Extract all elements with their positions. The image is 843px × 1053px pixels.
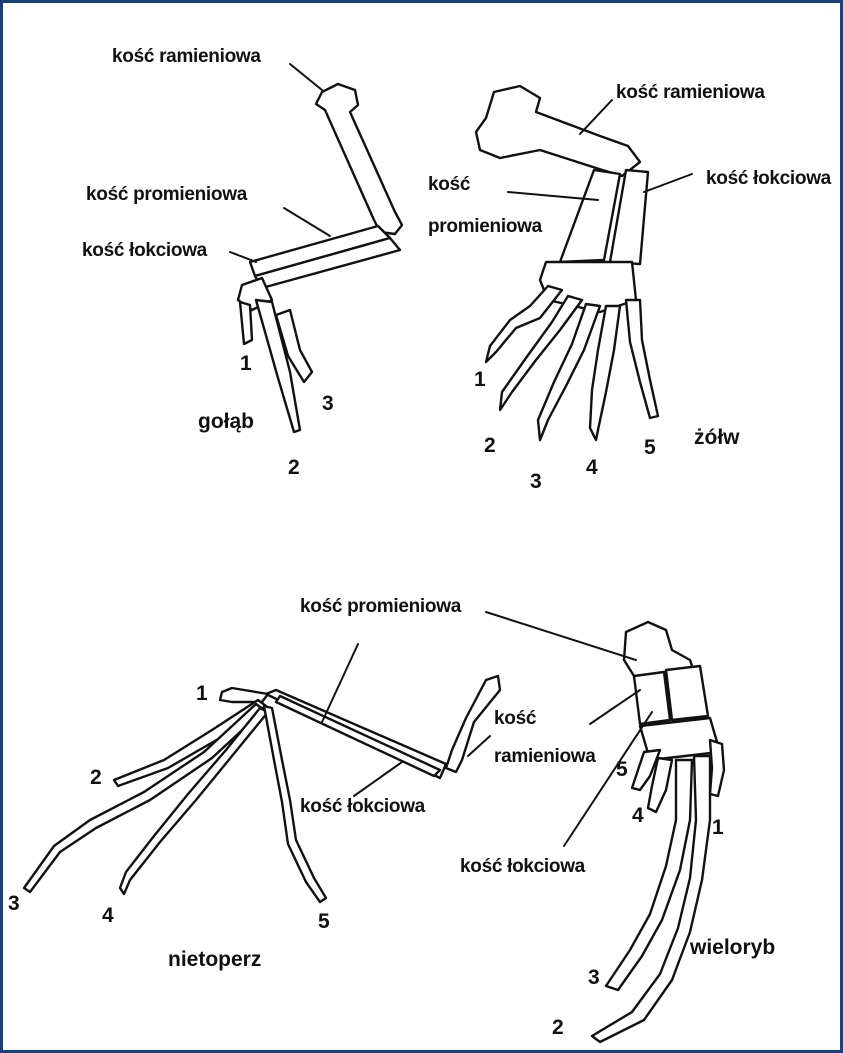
turtle-digit-label-5: 5 [644,436,656,459]
turtle-name: żółw [694,426,740,449]
pigeon-digit-label-3: 3 [322,392,334,415]
whale-ulna-label: kość łokciowa [460,856,586,877]
turtle-ulna-label: kość łokciowa [706,168,832,189]
turtle-digit-label-1: 1 [474,368,486,391]
bat-humerus-leader [468,736,490,756]
whale-digit-label-3: 3 [588,966,600,989]
pigeon-name: gołąb [198,410,254,433]
bat-humerus-bone [446,676,500,772]
bat-humerus-label-line2: ramieniowa [494,746,596,767]
pigeon-radius-leader [284,208,330,236]
turtle-radius-label-line2: promieniowa [428,216,543,237]
whale-digit-label-5: 5 [616,758,628,781]
bat-ulna-bone [276,696,440,776]
bat-humerus-label-line1: kość [494,708,537,729]
bat-ulna-leader [354,762,402,796]
pigeon-digit-label-2: 2 [288,456,300,479]
pigeon-humerus-label: kość ramieniowa [112,46,261,67]
pigeon-humerus-leader [290,64,322,90]
turtle-limb: kość ramieniowa kość promieniowa kość ło… [428,82,832,493]
whale-digit-label-1: 1 [712,816,724,839]
whale-digit-1 [710,740,724,796]
whale-digit-label-2: 2 [552,1016,564,1039]
bat-ulna-label: kość łokciowa [300,796,426,817]
turtle-digit-label-2: 2 [484,434,496,457]
pigeon-radius-label: kość promieniowa [86,184,248,205]
turtle-humerus-label: kość ramieniowa [616,82,765,103]
pigeon-ulna-leader [230,252,256,262]
bat-name: nietoperz [168,948,261,971]
bat-digit-label-2: 2 [90,766,102,789]
whale-humerus-leader [590,690,640,724]
bat-digit-1 [220,688,268,702]
whale-limb: kość łokciowa 5 4 1 3 2 wieloryb [460,612,775,1042]
turtle-humerus-leader [580,100,612,134]
whale-radius-bone [634,672,670,724]
turtle-radius-label-line1: kość [428,174,471,195]
bat-radius-leader [322,644,358,722]
bat-digit-label-5: 5 [318,910,330,933]
bat-digit-label-3: 3 [8,892,20,915]
bat-digit-label-1: 1 [196,682,208,705]
whale-ulna-bone [666,666,708,720]
whale-digit-label-4: 4 [632,804,644,827]
pigeon-humerus-bone [316,84,402,234]
bat-digit-label-4: 4 [102,904,114,927]
whale-name: wieloryb [689,936,775,959]
turtle-digit-label-3: 3 [530,470,542,493]
turtle-digit-label-4: 4 [586,456,598,479]
turtle-radius-bone [560,170,620,262]
whale-radius-leader [486,612,636,660]
turtle-ulna-leader [644,174,692,192]
bat-radius-label: kość promieniowa [300,596,462,617]
pigeon-digit-label-1: 1 [240,352,252,375]
pigeon-limb: kość ramieniowa kość promieniowa kość ło… [82,46,402,479]
turtle-digit-5 [626,300,658,418]
pigeon-ulna-label: kość łokciowa [82,240,208,261]
turtle-digit-4 [590,306,620,440]
pigeon-digit-1 [240,302,252,344]
bat-limb: kość promieniowa kość ramieniowa kość ło… [8,596,596,971]
